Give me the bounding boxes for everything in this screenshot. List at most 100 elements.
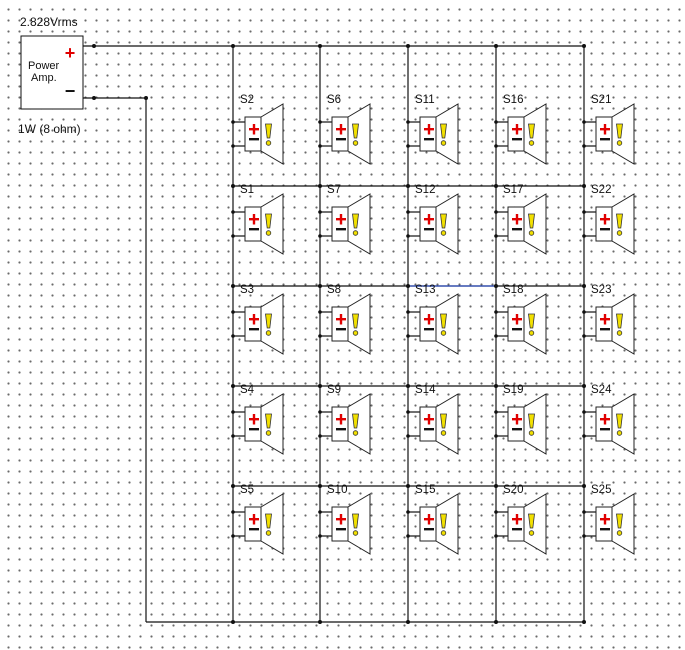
amp-voltage-label: 2.828Vrms: [20, 15, 78, 29]
junction-dot: [231, 484, 235, 488]
polarity-minus-icon: [424, 228, 434, 231]
polarity-minus-icon: [512, 138, 522, 141]
junction-dot: [318, 484, 322, 488]
junction-dot: [406, 484, 410, 488]
exclamation-warning-icon: [440, 513, 447, 536]
speaker-s10[interactable]: [318, 493, 371, 555]
speaker-s1[interactable]: [231, 193, 284, 255]
exclamation-warning-icon: [616, 513, 623, 536]
wiring: [83, 44, 586, 624]
speaker-icon: [244, 103, 284, 165]
speaker-icon: [244, 193, 284, 255]
polarity-plus-icon: [512, 514, 522, 525]
polarity-plus-icon: [512, 414, 522, 425]
junction-dot: [494, 384, 498, 388]
speaker-label-s2: S2: [240, 94, 255, 106]
exclamation-warning-icon: [265, 513, 272, 536]
speaker-label-s13: S13: [415, 284, 436, 296]
polarity-plus-icon: [336, 514, 346, 525]
speaker-s11[interactable]: [406, 103, 459, 165]
polarity-plus-icon: [512, 214, 522, 225]
speaker-label-s17: S17: [503, 184, 524, 196]
polarity-plus-icon: [424, 214, 434, 225]
speaker-icon: [419, 393, 459, 455]
speaker-s2[interactable]: [231, 103, 284, 165]
junction-dot: [92, 44, 96, 48]
polarity-plus-icon: [600, 214, 610, 225]
speaker-label-s22: S22: [591, 184, 612, 196]
junction-dot: [231, 44, 235, 48]
speaker-s19[interactable]: [494, 393, 547, 455]
polarity-plus-icon: [249, 414, 259, 425]
junction-dot: [318, 284, 322, 288]
speaker-s23[interactable]: [582, 293, 635, 355]
speaker-s6[interactable]: [318, 103, 371, 165]
exclamation-warning-icon: [528, 123, 535, 146]
junction-dot: [406, 44, 410, 48]
speaker-label-s24: S24: [591, 384, 612, 396]
speaker-s3[interactable]: [231, 293, 284, 355]
speaker-s22[interactable]: [582, 193, 635, 255]
polarity-plus-icon: [424, 514, 434, 525]
speaker-s14[interactable]: [406, 393, 459, 455]
polarity-minus-icon: [512, 428, 522, 431]
speaker-icon: [244, 293, 284, 355]
speaker-label-s14: S14: [415, 384, 436, 396]
exclamation-warning-icon: [265, 123, 272, 146]
polarity-minus-icon: [600, 328, 610, 331]
speaker-s25[interactable]: [582, 493, 635, 555]
speaker-s5[interactable]: [231, 493, 284, 555]
polarity-minus-icon: [424, 528, 434, 531]
polarity-plus-icon: [512, 314, 522, 325]
amp-minus-symbol: −: [65, 81, 76, 101]
junction-dot: [406, 384, 410, 388]
speaker-icon: [331, 103, 371, 165]
polarity-plus-icon: [336, 314, 346, 325]
exclamation-warning-icon: [440, 413, 447, 436]
speaker-s15[interactable]: [406, 493, 459, 555]
speaker-s17[interactable]: [494, 193, 547, 255]
speaker-s9[interactable]: [318, 393, 371, 455]
junction-dot: [494, 484, 498, 488]
speaker-icon: [595, 493, 635, 555]
speaker-s24[interactable]: [582, 393, 635, 455]
speaker-s13[interactable]: [406, 293, 459, 355]
speaker-icon: [507, 293, 547, 355]
speaker-s8[interactable]: [318, 293, 371, 355]
junction-dot: [406, 284, 410, 288]
speaker-icon: [331, 293, 371, 355]
speaker-s16[interactable]: [494, 103, 547, 165]
speaker-s12[interactable]: [406, 193, 459, 255]
power-amplifier[interactable]: + −: [20, 35, 84, 110]
speaker-icon: [595, 193, 635, 255]
speaker-icon: [244, 493, 284, 555]
speaker-icon: [419, 493, 459, 555]
speaker-label-s23: S23: [591, 284, 612, 296]
junction-dot: [582, 620, 586, 624]
polarity-minus-icon: [336, 228, 346, 231]
exclamation-warning-icon: [616, 313, 623, 336]
polarity-minus-icon: [424, 328, 434, 331]
speaker-s7[interactable]: [318, 193, 371, 255]
polarity-minus-icon: [249, 528, 259, 531]
speaker-s21[interactable]: [582, 103, 635, 165]
junction-dot: [406, 184, 410, 188]
speaker-s18[interactable]: [494, 293, 547, 355]
speaker-label-s7: S7: [327, 184, 342, 196]
junction-dot: [231, 184, 235, 188]
speaker-icon: [595, 393, 635, 455]
speaker-label-s11: S11: [415, 94, 435, 106]
polarity-plus-icon: [424, 414, 434, 425]
speaker-s20[interactable]: [494, 493, 547, 555]
amp-name-line1: Power: [28, 60, 60, 72]
speaker-icon: [419, 293, 459, 355]
speaker-s4[interactable]: [231, 393, 284, 455]
speaker-label-s16: S16: [503, 94, 524, 106]
polarity-minus-icon: [424, 138, 434, 141]
junction-dot: [92, 96, 96, 100]
junction-dot: [494, 44, 498, 48]
junction-dot: [318, 44, 322, 48]
exclamation-warning-icon: [616, 213, 623, 236]
polarity-minus-icon: [512, 528, 522, 531]
speaker-label-s1: S1: [240, 184, 255, 196]
